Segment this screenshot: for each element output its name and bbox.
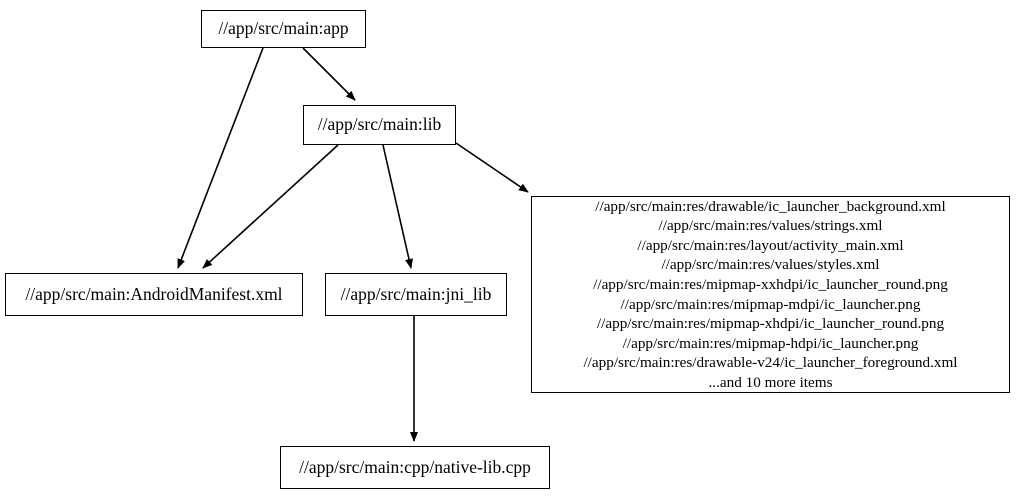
edge-lib-to-res-group: [455, 142, 529, 193]
node-lib-label: //app/src/main:lib: [317, 114, 442, 135]
node-app[interactable]: //app/src/main:app: [201, 10, 366, 48]
edge-lib-to-jni-lib: [382, 144, 413, 269]
edge-lib-to-android-manifest: [202, 144, 339, 269]
node-jni-lib[interactable]: //app/src/main:jni_lib: [325, 273, 507, 316]
node-jni-lib-label: //app/src/main:jni_lib: [340, 283, 492, 304]
node-native-lib-cpp[interactable]: //app/src/main:cpp/native-lib.cpp: [280, 446, 550, 489]
edge-app-to-lib: [302, 47, 356, 101]
node-native-lib-cpp-label: //app/src/main:cpp/native-lib.cpp: [299, 456, 531, 477]
node-res-group[interactable]: //app/src/main:res/drawable/ic_launcher_…: [531, 196, 1010, 393]
node-app-label: //app/src/main:app: [218, 18, 349, 39]
node-android-manifest[interactable]: //app/src/main:AndroidManifest.xml: [5, 273, 303, 316]
node-lib[interactable]: //app/src/main:lib: [303, 105, 456, 145]
node-android-manifest-label: //app/src/main:AndroidManifest.xml: [25, 283, 283, 304]
edge-app-to-android-manifest: [177, 47, 264, 269]
node-res-group-label: //app/src/main:res/drawable/ic_launcher_…: [583, 197, 958, 391]
